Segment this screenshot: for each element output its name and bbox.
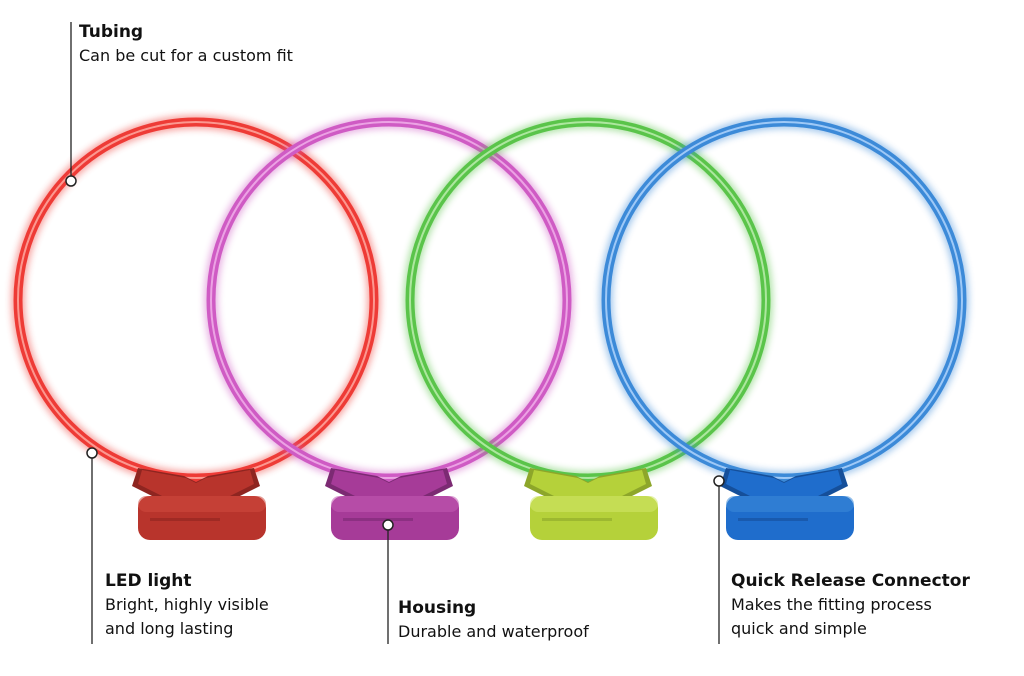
housing-green: [524, 468, 658, 540]
callout-tubing: Tubing Can be cut for a custom fit: [79, 20, 293, 68]
ring-pink: [204, 115, 574, 485]
housing-blue: [720, 468, 854, 540]
callout-connector-title: Quick Release Connector: [731, 571, 970, 591]
callout-led-title: LED light: [105, 571, 192, 591]
ring-red: [11, 115, 381, 485]
callout-connector-line1: Makes the fitting process: [731, 595, 932, 614]
housing-pink: [325, 468, 459, 540]
callout-led-line2: and long lasting: [105, 619, 234, 638]
callout-housing-title: Housing: [398, 598, 477, 618]
callout-housing-desc: Durable and waterproof: [398, 622, 589, 641]
point-led: [86, 447, 98, 459]
callout-tubing-title: Tubing: [79, 22, 144, 42]
leader-lines: [70, 22, 720, 644]
callout-led-line1: Bright, highly visible: [105, 595, 269, 614]
point-housing: [382, 519, 394, 531]
callout-connector-line2: quick and simple: [731, 619, 867, 638]
point-connector: [713, 475, 725, 487]
callout-tubing-desc: Can be cut for a custom fit: [79, 46, 293, 65]
callout-led: LED light Bright, highly visible and lon…: [105, 569, 269, 641]
ring-green: [403, 115, 773, 485]
ring-blue: [599, 115, 969, 485]
callout-housing: Housing Durable and waterproof: [398, 596, 589, 644]
point-tubing: [65, 175, 77, 187]
callout-connector: Quick Release Connector Makes the fittin…: [731, 569, 970, 641]
callout-points: [65, 175, 725, 531]
housing-red: [132, 468, 266, 540]
